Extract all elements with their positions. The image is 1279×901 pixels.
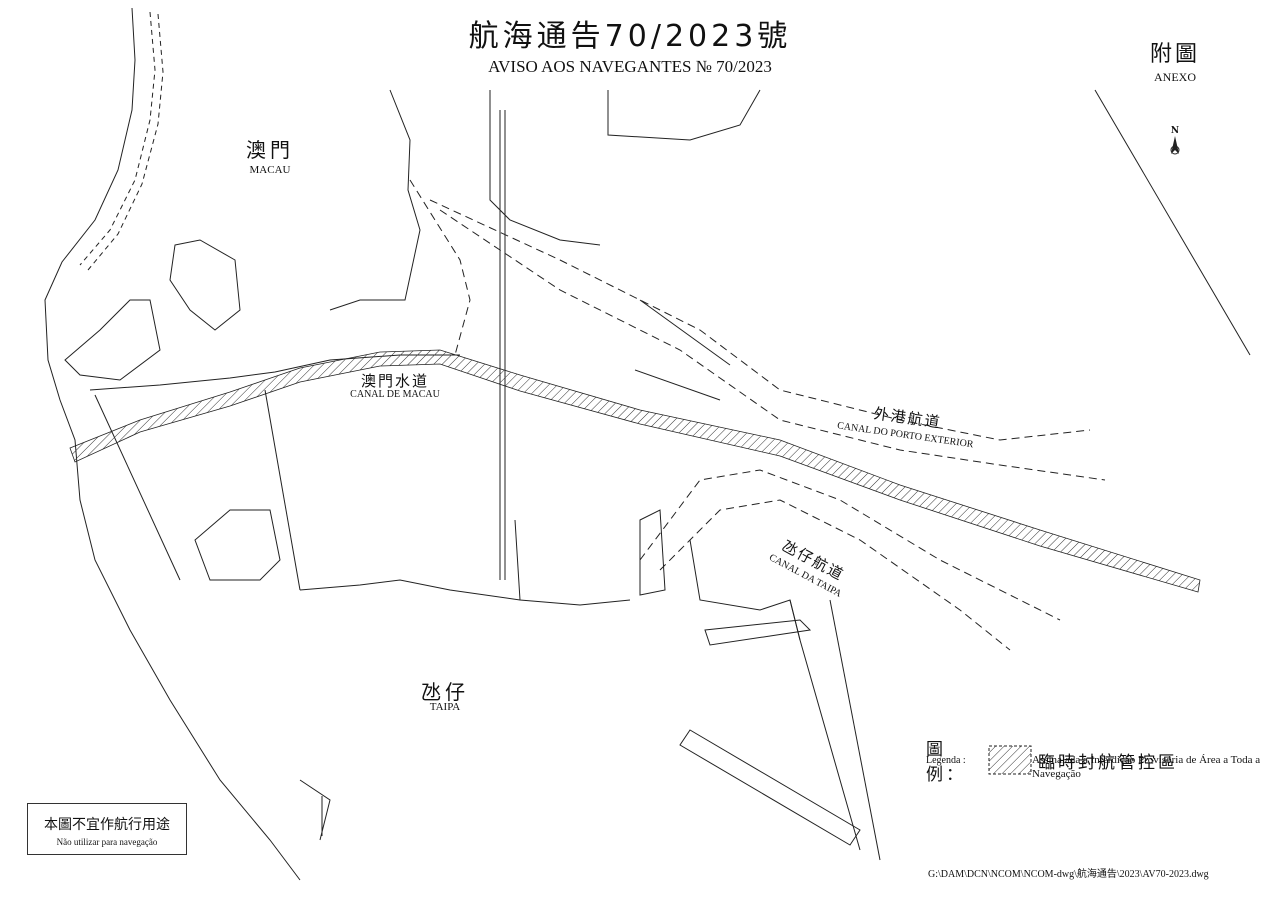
airport-runway-west	[789, 599, 861, 851]
channel-macau-zh: 澳門水道	[360, 372, 429, 390]
legend-value-pt: Assinalada a Interdição Provisória de Ár…	[1032, 754, 1261, 781]
legend-hatch-swatch	[988, 745, 1032, 775]
bridge-1	[94, 394, 181, 581]
title-zh: 航海通告70/2023號	[468, 19, 792, 54]
taipa-block	[194, 509, 281, 581]
legend-key-pt: Legenda :	[926, 755, 966, 766]
disclaimer-zh: 本圖不宜作航行用途	[44, 817, 170, 833]
lake-shore	[169, 239, 241, 331]
outer-harbour-channel-n	[429, 199, 1091, 441]
airport-taxiway-2	[679, 729, 861, 846]
inner-channel-dashed	[409, 179, 471, 356]
place-taipa-zh: 氹仔	[421, 680, 469, 704]
legend-key-zh: 圖例：	[926, 740, 966, 785]
macau-west-coast	[44, 7, 301, 881]
sea-boundary-2	[634, 369, 721, 401]
reclamation-north	[489, 90, 601, 246]
closure-zone	[69, 349, 1201, 593]
place-taipa-pt: TAIPA	[429, 701, 461, 713]
airport-runway-east	[829, 599, 881, 861]
macau-dashed-shore-2	[87, 13, 164, 271]
legend-value-zh: 臨時封航管控區	[1038, 752, 1178, 773]
annex-pt: ANEXO	[1154, 70, 1196, 84]
taipa-west-shore	[299, 779, 331, 841]
macau-dashed-shore	[79, 11, 156, 266]
channel-macau-pt: CANAL DE MACAU	[350, 389, 440, 400]
nape-shore	[64, 299, 161, 381]
airport-taxiway-1	[704, 619, 812, 646]
sea-boundary-3	[639, 299, 731, 366]
taipa-channel-n	[639, 469, 1061, 621]
north-arrow: N	[1168, 126, 1182, 158]
place-macau-pt: MACAU	[249, 164, 291, 176]
disclaimer-box: 本圖不宜作航行用途 Não utilizar para navegação	[27, 803, 187, 855]
bridge-2	[264, 389, 301, 591]
north-label: N	[1170, 126, 1180, 136]
taipa-north-shore	[299, 579, 631, 606]
inner-harbour-edge	[329, 89, 421, 311]
taipa-industrial	[514, 509, 666, 601]
legend: 圖例： 臨時封航管控區 Legenda : Assinalada a Inter…	[926, 735, 1266, 785]
file-path: G:\DAM\DCN\NCOM\NCOM-dwg\航海通告\2023\AV70-…	[928, 869, 1209, 880]
disclaimer-pt: Não utilizar para navegação	[56, 837, 158, 847]
annex-zh: 附圖	[1149, 42, 1200, 67]
place-macau-zh: 澳門	[246, 138, 294, 162]
outer-harbour-channel-s	[439, 209, 1106, 481]
sea-boundary	[1094, 89, 1251, 356]
title-pt: AVISO AOS NAVEGANTES № 70/2023	[488, 57, 772, 76]
taipa-channel-s	[659, 499, 1011, 651]
zone-a-outline	[607, 89, 761, 141]
north-arrow-icon	[1170, 136, 1180, 155]
